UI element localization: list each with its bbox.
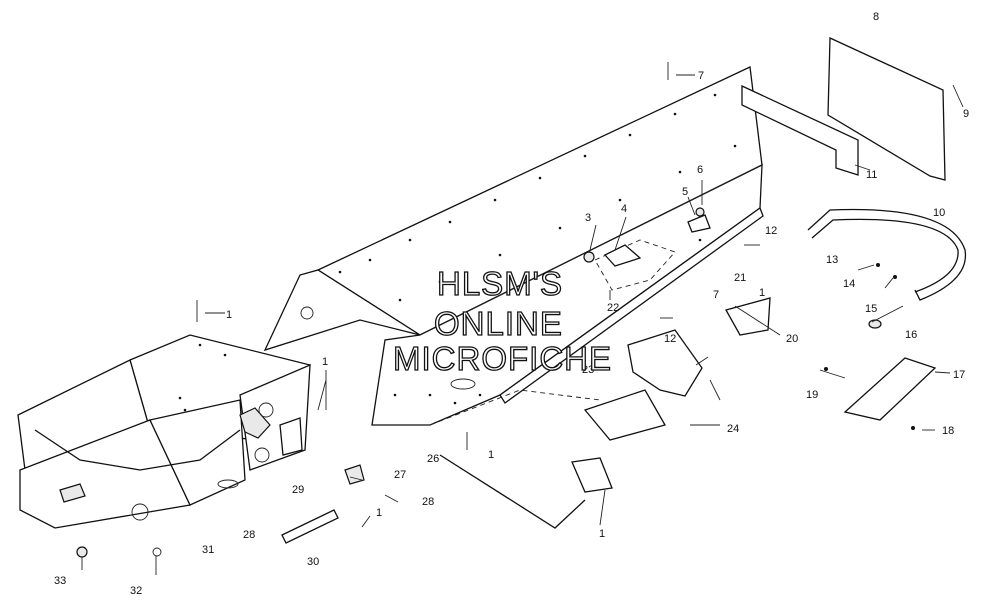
bulkhead-hole-upper — [258, 402, 274, 418]
tunnel-flange-hole — [300, 306, 314, 320]
front-chassis — [17, 334, 312, 529]
callout-21: 21 — [734, 272, 746, 284]
callout-16: 16 — [905, 329, 917, 341]
callout-5: 5 — [682, 186, 688, 198]
part-11-bracket — [741, 84, 859, 176]
callout-29: 29 — [292, 484, 304, 496]
callout-24: 24 — [727, 423, 739, 435]
callout-6: 6 — [697, 164, 703, 176]
callout-8: 8 — [873, 11, 879, 23]
callout-22: 22 — [607, 302, 619, 314]
callout-15: 15 — [865, 303, 877, 315]
chassis-bracket — [59, 483, 86, 503]
bulkhead-hole-lower — [254, 447, 270, 463]
chassis-side-wall — [149, 399, 246, 506]
callout-31: 31 — [202, 544, 214, 556]
callout-7-step: 7 — [713, 289, 719, 301]
callout-12-upper: 12 — [765, 225, 777, 237]
part-19-bolt — [824, 367, 828, 371]
callout-30: 30 — [307, 556, 319, 568]
callout-1-tunnel: 1 — [488, 449, 494, 461]
steering-grommet — [239, 407, 271, 439]
tunnel-side-rail-strip — [499, 206, 764, 404]
tunnel-top-edge — [419, 164, 763, 336]
callout-3: 3 — [585, 212, 591, 224]
watermark: HLSM'S ONLINE MICROFICHE — [392, 264, 612, 377]
part-18-bolt — [911, 426, 915, 430]
callout-28-right: 28 — [422, 496, 434, 508]
callout-32: 32 — [130, 585, 142, 597]
callout-9: 9 — [963, 108, 969, 120]
callout-4: 4 — [621, 203, 627, 215]
callout-33: 33 — [54, 575, 66, 587]
part-33-nut — [76, 546, 88, 558]
part-13-bolt — [876, 263, 880, 267]
part-8-snowflap — [827, 36, 946, 181]
part-30-strap — [281, 509, 339, 544]
tunnel-rear-left-flange — [263, 269, 421, 352]
part-14-washer — [893, 275, 897, 279]
part-17-plate — [843, 357, 937, 421]
watermark-line-2: ONLINE — [434, 305, 563, 342]
mount-plate-29 — [279, 417, 303, 456]
part-24-lower-bracket — [571, 457, 613, 493]
tunnel-rivets — [338, 93, 737, 405]
callouts: 1 1 1 1 1 1 3 4 5 6 7 7 8 9 10 11 12 12 … — [54, 11, 969, 597]
callout-1-strap: 1 — [376, 507, 382, 519]
callout-20: 20 — [786, 333, 798, 345]
callout-1-lower: 1 — [599, 528, 605, 540]
part-20-step — [725, 297, 771, 336]
part-26-bracket — [439, 454, 586, 529]
callout-1-step: 1 — [759, 287, 765, 299]
watermark-line-3: MICROFICHE — [393, 340, 612, 377]
chassis-front-panel — [19, 419, 191, 529]
part-6-grommet — [695, 207, 705, 217]
part-4-plate — [603, 244, 642, 267]
part-24-bracket — [583, 389, 666, 441]
part-27-block — [344, 464, 365, 485]
part-10-bumper — [807, 208, 967, 301]
callout-19: 19 — [806, 389, 818, 401]
callout-13: 13 — [826, 254, 838, 266]
part-32-washer — [152, 547, 162, 557]
chassis-side-hole — [131, 503, 149, 521]
callout-23: 23 — [582, 364, 594, 376]
callout-12-lower: 12 — [664, 333, 676, 345]
part-5-plate — [687, 214, 711, 233]
callout-1-front: 1 — [226, 309, 232, 321]
callout-28-left: 28 — [243, 529, 255, 541]
callout-17: 17 — [953, 369, 965, 381]
tunnel-side-slot — [450, 378, 476, 390]
callout-14: 14 — [843, 278, 855, 290]
part-23-housing — [627, 329, 703, 397]
callout-10: 10 — [933, 207, 945, 219]
tunnel-assembly — [263, 66, 764, 426]
part-10-bumper-inner — [811, 218, 959, 293]
callout-11: 11 — [866, 169, 877, 181]
callout-26: 26 — [427, 453, 439, 465]
callout-7-top: 7 — [698, 70, 704, 82]
callout-1-bulkhead: 1 — [322, 356, 328, 368]
callout-18: 18 — [942, 425, 954, 437]
callout-27: 27 — [394, 469, 406, 481]
watermark-line-1: HLSM'S — [437, 265, 563, 302]
part-16-cap — [868, 319, 882, 329]
chassis-slot — [217, 479, 239, 489]
leader-lines — [81, 62, 964, 575]
part-3-grommet — [583, 251, 595, 263]
bumper-bar — [34, 429, 241, 471]
